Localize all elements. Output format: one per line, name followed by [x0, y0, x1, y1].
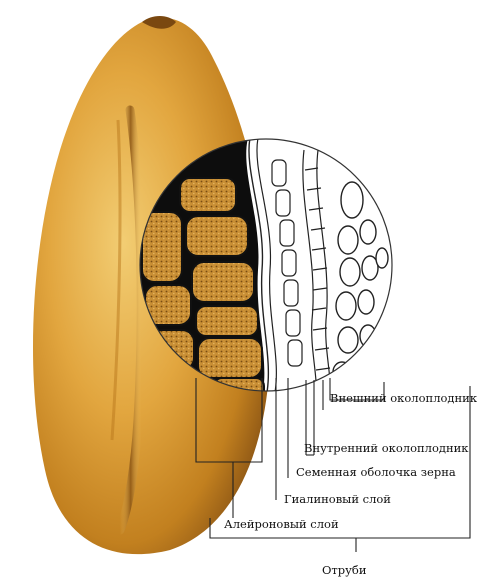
label-hyaline-layer: Гиалиновый слой: [284, 492, 391, 506]
label-inner-pericarp: Внутренний околоплодник: [304, 441, 469, 455]
label-seed-coat: Семенная оболочка зерна: [296, 465, 456, 479]
label-bran: Отруби: [322, 563, 367, 577]
label-aleurone-layer: Алейроновый слой: [224, 517, 339, 531]
label-outer-pericarp: Внешний околоплодник: [330, 391, 478, 405]
